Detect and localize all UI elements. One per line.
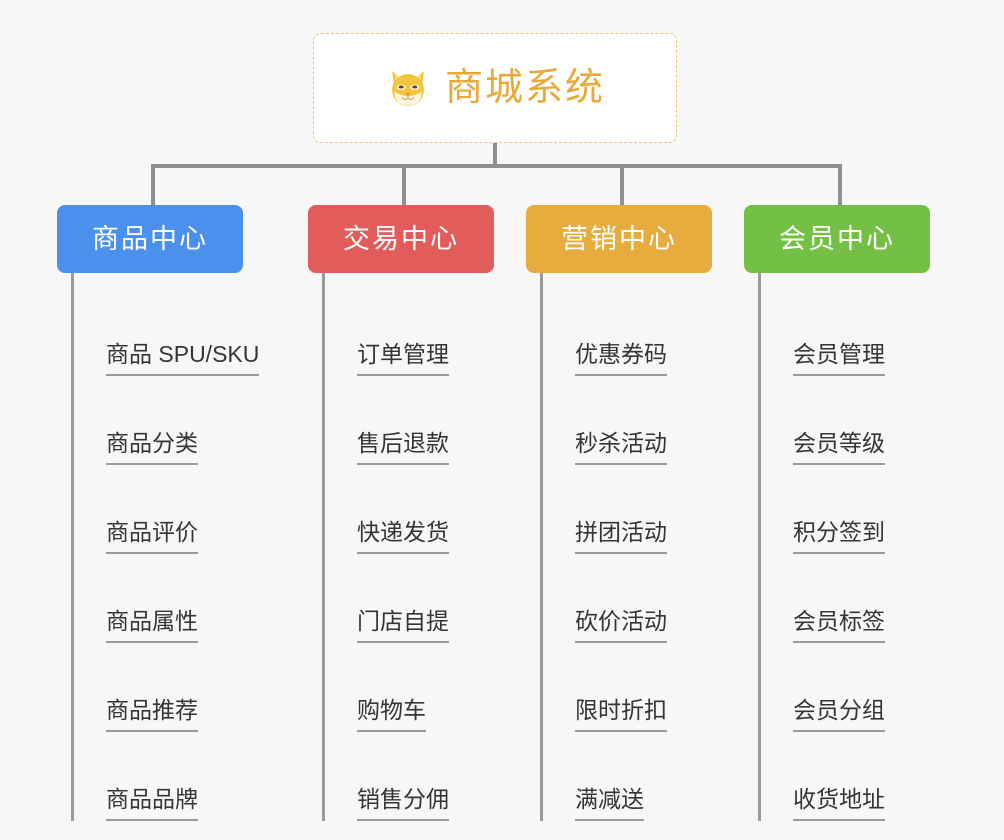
- list-item[interactable]: 订单管理: [325, 287, 494, 376]
- item-label: 会员等级: [793, 430, 885, 465]
- item-label: 会员标签: [793, 608, 885, 643]
- item-label: 积分签到: [793, 519, 885, 554]
- list-item[interactable]: 会员分组: [761, 643, 930, 732]
- item-list-product-center: 商品 SPU/SKU 商品分类 商品评价 商品属性 商品推荐 商品品牌: [71, 273, 260, 821]
- list-item[interactable]: 满减送: [543, 732, 712, 821]
- item-list-member-center: 会员管理 会员等级 积分签到 会员标签 会员分组 收货地址: [758, 273, 930, 821]
- item-label: 销售分佣: [357, 786, 449, 821]
- item-label: 商品推荐: [106, 697, 198, 732]
- item-label: 商品分类: [106, 430, 198, 465]
- connector-horizontal-bar: [151, 164, 842, 168]
- list-item[interactable]: 商品 SPU/SKU: [74, 287, 260, 376]
- list-item[interactable]: 拼团活动: [543, 465, 712, 554]
- item-list-marketing-center: 优惠券码 秒杀活动 拼团活动 砍价活动 限时折扣 满减送: [540, 273, 712, 821]
- shiba-dog-icon: [385, 65, 431, 111]
- category-label: 营销中心: [561, 223, 677, 254]
- list-item[interactable]: 积分签到: [761, 465, 930, 554]
- item-label: 售后退款: [357, 430, 449, 465]
- root-node[interactable]: 商城系统: [313, 33, 677, 143]
- item-label: 会员管理: [793, 341, 885, 376]
- item-label: 砍价活动: [575, 608, 667, 643]
- list-item[interactable]: 快递发货: [325, 465, 494, 554]
- list-item[interactable]: 会员标签: [761, 554, 930, 643]
- list-item[interactable]: 限时折扣: [543, 643, 712, 732]
- item-label: 会员分组: [793, 697, 885, 732]
- list-item[interactable]: 购物车: [325, 643, 494, 732]
- list-item[interactable]: 销售分佣: [325, 732, 494, 821]
- item-label: 收货地址: [793, 786, 885, 821]
- item-label: 商品评价: [106, 519, 198, 554]
- item-label: 商品属性: [106, 608, 198, 643]
- item-label: 商品品牌: [106, 786, 198, 821]
- branch-column-marketing-center: 营销中心 优惠券码 秒杀活动 拼团活动 砍价活动 限时折扣 满减送: [526, 205, 712, 821]
- category-box-product-center[interactable]: 商品中心: [57, 205, 243, 273]
- connector-drop-4: [838, 164, 842, 208]
- list-item[interactable]: 会员管理: [761, 287, 930, 376]
- list-item[interactable]: 商品推荐: [74, 643, 259, 732]
- item-label: 快递发货: [357, 519, 449, 554]
- connector-drop-1: [151, 164, 155, 208]
- category-label: 商品中心: [92, 223, 208, 254]
- list-item[interactable]: 商品分类: [74, 376, 259, 465]
- category-label: 会员中心: [779, 223, 895, 254]
- list-item[interactable]: 门店自提: [325, 554, 494, 643]
- category-label: 交易中心: [343, 223, 459, 254]
- connector-root-stem: [493, 143, 497, 167]
- category-box-trade-center[interactable]: 交易中心: [308, 205, 494, 273]
- item-label: 优惠券码: [575, 341, 667, 376]
- branch-column-member-center: 会员中心 会员管理 会员等级 积分签到 会员标签 会员分组 收货地址: [744, 205, 930, 821]
- item-label: 拼团活动: [575, 519, 667, 554]
- item-label: 秒杀活动: [575, 430, 667, 465]
- list-item[interactable]: 商品属性: [74, 554, 259, 643]
- list-item[interactable]: 商品品牌: [74, 732, 259, 821]
- connector-drop-3: [620, 164, 624, 208]
- list-item[interactable]: 商品评价: [74, 465, 259, 554]
- list-item[interactable]: 秒杀活动: [543, 376, 712, 465]
- category-box-member-center[interactable]: 会员中心: [744, 205, 930, 273]
- item-label: 门店自提: [357, 608, 449, 643]
- item-list-trade-center: 订单管理 售后退款 快递发货 门店自提 购物车 销售分佣: [322, 273, 494, 821]
- list-item[interactable]: 会员等级: [761, 376, 930, 465]
- item-label: 限时折扣: [575, 697, 667, 732]
- connector-drop-2: [402, 164, 406, 208]
- list-item[interactable]: 收货地址: [761, 732, 930, 821]
- category-box-marketing-center[interactable]: 营销中心: [526, 205, 712, 273]
- item-label: 满减送: [575, 786, 644, 821]
- list-item[interactable]: 优惠券码: [543, 287, 712, 376]
- item-label: 购物车: [357, 697, 426, 732]
- branch-column-product-center: 商品中心 商品 SPU/SKU 商品分类 商品评价 商品属性 商品推荐 商品品牌: [57, 205, 260, 821]
- root-title: 商城系统: [444, 67, 605, 109]
- list-item[interactable]: 售后退款: [325, 376, 494, 465]
- branch-column-trade-center: 交易中心 订单管理 售后退款 快递发货 门店自提 购物车 销售分佣: [308, 205, 494, 821]
- item-label: 商品 SPU/SKU: [106, 341, 260, 376]
- item-label: 订单管理: [357, 341, 449, 376]
- list-item[interactable]: 砍价活动: [543, 554, 712, 643]
